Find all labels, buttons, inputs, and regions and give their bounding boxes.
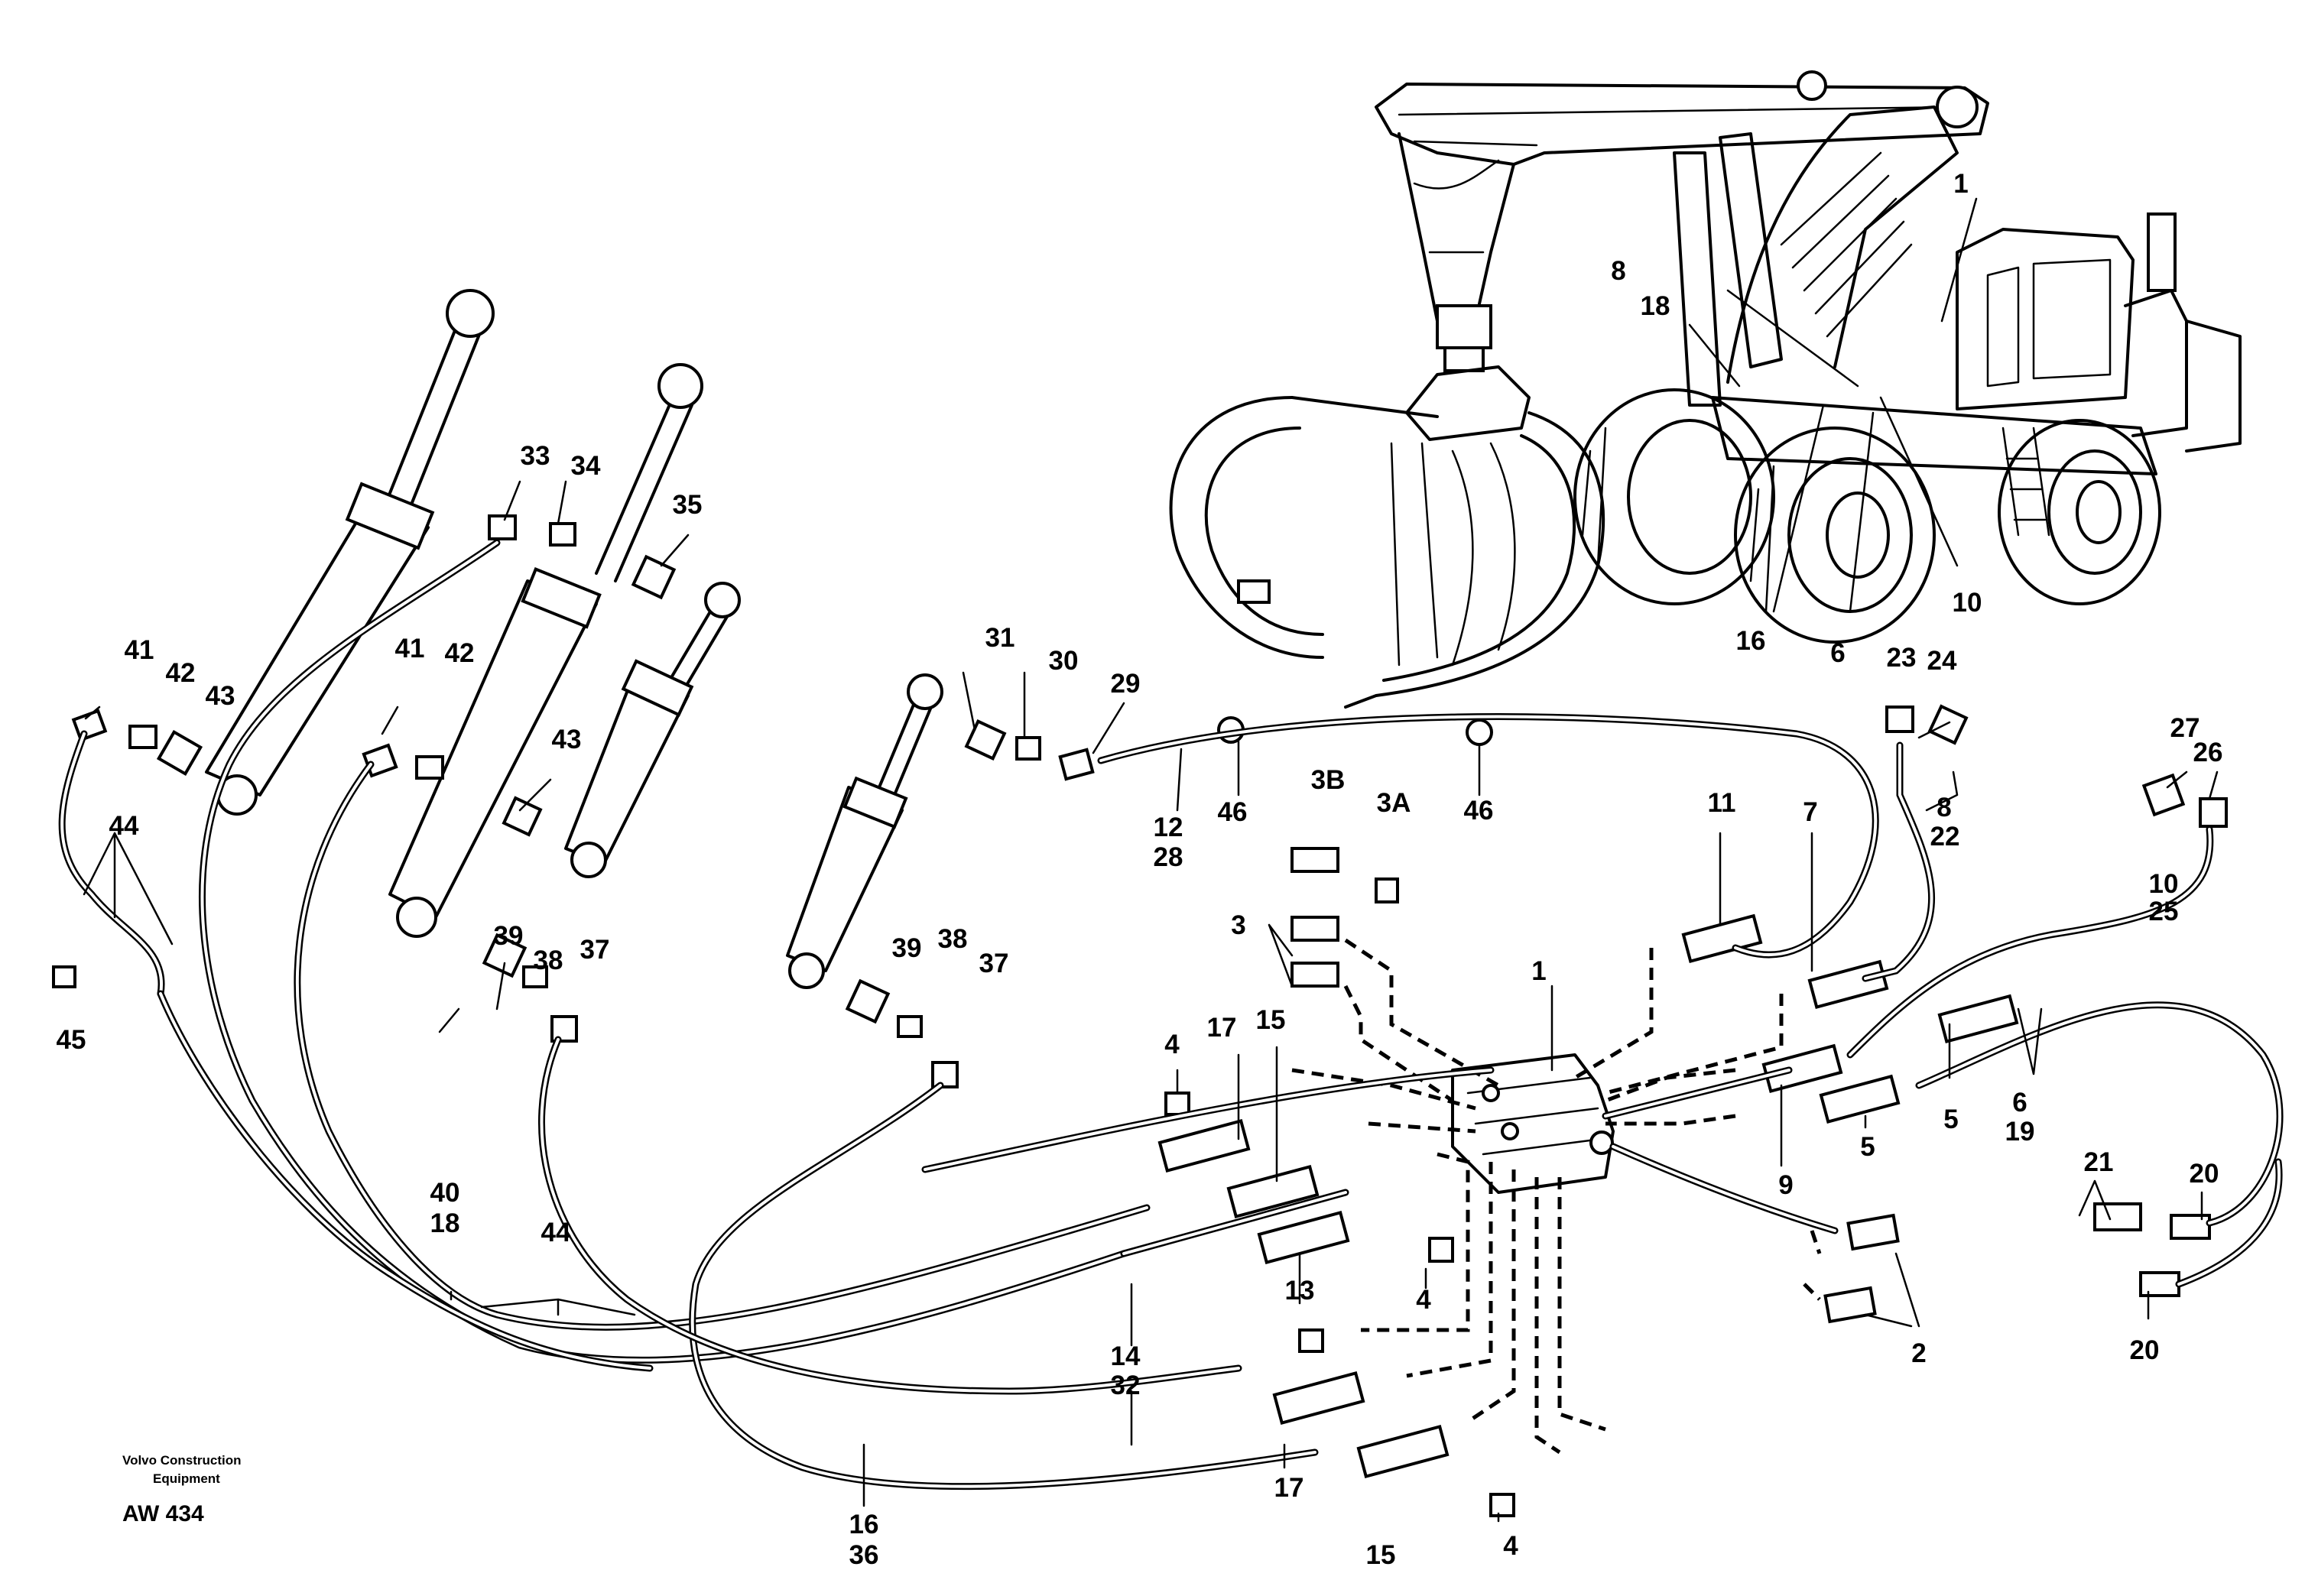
callout-39-right: 39 <box>892 933 922 963</box>
callout-1-valve: 1 <box>1531 956 1546 986</box>
callout-31: 31 <box>985 623 1015 653</box>
callout-33: 33 <box>521 441 550 471</box>
callout-18-machine: 18 <box>1641 291 1670 321</box>
publisher-credit: Volvo Construction Equipment AW 434 <box>122 1453 242 1526</box>
callout-25: 25 <box>2149 897 2179 926</box>
callout-45: 45 <box>57 1025 86 1055</box>
callout-1-machine: 1 <box>1953 169 1968 199</box>
callout-4-middle: 4 <box>1416 1285 1431 1315</box>
callout-39-left: 39 <box>494 921 524 951</box>
callout-6: 6 <box>2012 1088 2027 1118</box>
callout-43-left: 43 <box>206 681 235 711</box>
callout-24: 24 <box>1927 646 1957 676</box>
callout-16-machine: 16 <box>1736 626 1766 656</box>
callout-10-machine: 10 <box>1953 588 1982 618</box>
callout-15-bottom: 15 <box>1366 1540 1396 1570</box>
callout-38-right: 38 <box>938 924 968 954</box>
callout-3: 3 <box>1231 910 1245 940</box>
callout-19: 19 <box>2005 1117 2035 1147</box>
callout-21: 21 <box>2084 1147 2114 1177</box>
callout-7: 7 <box>1803 797 1817 827</box>
illustration-code: AW 434 <box>122 1501 204 1526</box>
log-loader-machine-illustration <box>1169 70 2242 709</box>
callout-42-left: 42 <box>166 658 196 688</box>
callout-15-top: 15 <box>1256 1005 1286 1035</box>
callout-36: 36 <box>849 1540 879 1570</box>
callout-8: 8 <box>1937 793 1951 822</box>
fittings-illustration <box>52 514 2228 1517</box>
callout-37-left: 37 <box>580 935 610 965</box>
callout-38-left: 38 <box>534 946 563 975</box>
callout-9: 9 <box>1778 1170 1793 1200</box>
callout-5-lower: 5 <box>1860 1132 1875 1162</box>
callout-30: 30 <box>1049 646 1079 676</box>
callout-18: 18 <box>430 1208 460 1238</box>
callout-17-top: 17 <box>1207 1013 1237 1043</box>
callout-42-middle: 42 <box>445 638 475 668</box>
callout-13: 13 <box>1285 1276 1315 1306</box>
callout-22: 22 <box>1930 822 1960 852</box>
callout-5-upper: 5 <box>1943 1105 1958 1134</box>
callout-20-upper: 20 <box>2190 1159 2219 1189</box>
callout-44-left: 44 <box>109 811 139 841</box>
callout-12: 12 <box>1154 813 1183 842</box>
callout-23: 23 <box>1887 643 1917 673</box>
callout-37-right: 37 <box>979 949 1009 978</box>
callout-43-middle: 43 <box>552 725 582 754</box>
callout-20-lower: 20 <box>2130 1335 2160 1365</box>
callout-46-left: 46 <box>1218 797 1248 827</box>
leader-lines <box>83 480 2219 1523</box>
callout-28: 28 <box>1154 842 1183 872</box>
callout-29: 29 <box>1111 669 1141 699</box>
callout-32: 32 <box>1111 1371 1141 1400</box>
callout-labels: 1 8 18 10 16 6 41 42 43 44 45 33 34 35 4… <box>57 169 2223 1570</box>
callout-3B: 3B <box>1311 765 1346 795</box>
callout-34: 34 <box>571 451 601 481</box>
callout-6-machine: 6 <box>1830 638 1845 668</box>
callout-4-top: 4 <box>1164 1030 1180 1059</box>
boom-cylinders-illustration <box>205 289 943 989</box>
callout-4-bottom: 4 <box>1503 1531 1518 1561</box>
control-valve-block <box>1451 1053 1615 1194</box>
dashed-lines <box>1291 938 1822 1455</box>
hoses <box>58 539 2284 1491</box>
callout-14: 14 <box>1111 1341 1141 1371</box>
callout-17-bottom: 17 <box>1274 1473 1304 1503</box>
callout-27: 27 <box>2170 713 2200 743</box>
callout-2: 2 <box>1911 1338 1926 1368</box>
callout-26: 26 <box>2193 738 2223 767</box>
credit-company-line2: Equipment <box>153 1471 220 1486</box>
callout-3A: 3A <box>1377 788 1411 818</box>
callout-16: 16 <box>849 1510 879 1539</box>
callout-41-middle: 41 <box>395 634 425 663</box>
callout-41-left: 41 <box>125 635 154 665</box>
callout-44-middle: 44 <box>541 1218 571 1247</box>
credit-company-line1: Volvo Construction <box>122 1453 242 1468</box>
callout-11: 11 <box>1708 788 1736 818</box>
callout-10: 10 <box>2149 869 2179 899</box>
callout-8-machine: 8 <box>1611 256 1625 286</box>
callout-35: 35 <box>673 490 703 520</box>
callout-40: 40 <box>430 1178 460 1208</box>
callout-46-right: 46 <box>1464 796 1494 826</box>
